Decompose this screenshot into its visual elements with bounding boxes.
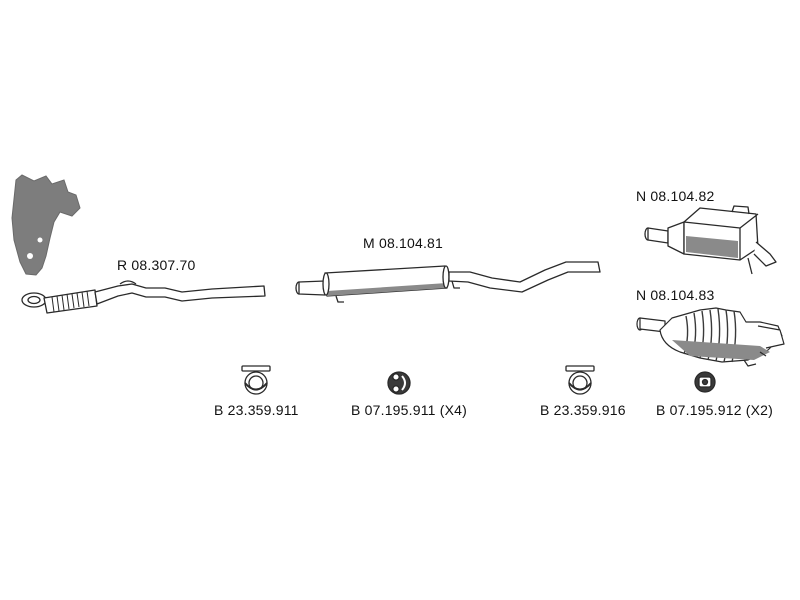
middle-silencer-icon	[295, 261, 601, 303]
rear-silencer-ribbed-icon	[636, 307, 785, 367]
engine-manifold-silhouette-icon	[11, 174, 81, 276]
hanger-1-label: B 07.195.911 (X4)	[351, 402, 467, 418]
rear-silencer-a-label: N 08.104.82	[636, 188, 715, 204]
front-pipe-label: R 08.307.70	[117, 257, 196, 273]
clamp-1-label: B 23.359.911	[214, 402, 299, 418]
rear-silencer-b-label: N 08.104.83	[636, 287, 715, 303]
rubber-hanger-icon	[387, 371, 411, 395]
hanger-2-label: B 07.195.912 (X2)	[656, 402, 774, 418]
front-pipe-icon	[21, 280, 266, 314]
pipe-clamp-icon-2	[565, 365, 595, 395]
middle-silencer-label: M 08.104.81	[363, 235, 444, 251]
rubber-mount-icon	[694, 371, 716, 393]
rear-silencer-box-icon	[644, 205, 777, 275]
pipe-clamp-icon-1	[241, 365, 271, 395]
clamp-2-label: B 23.359.916	[540, 402, 626, 418]
